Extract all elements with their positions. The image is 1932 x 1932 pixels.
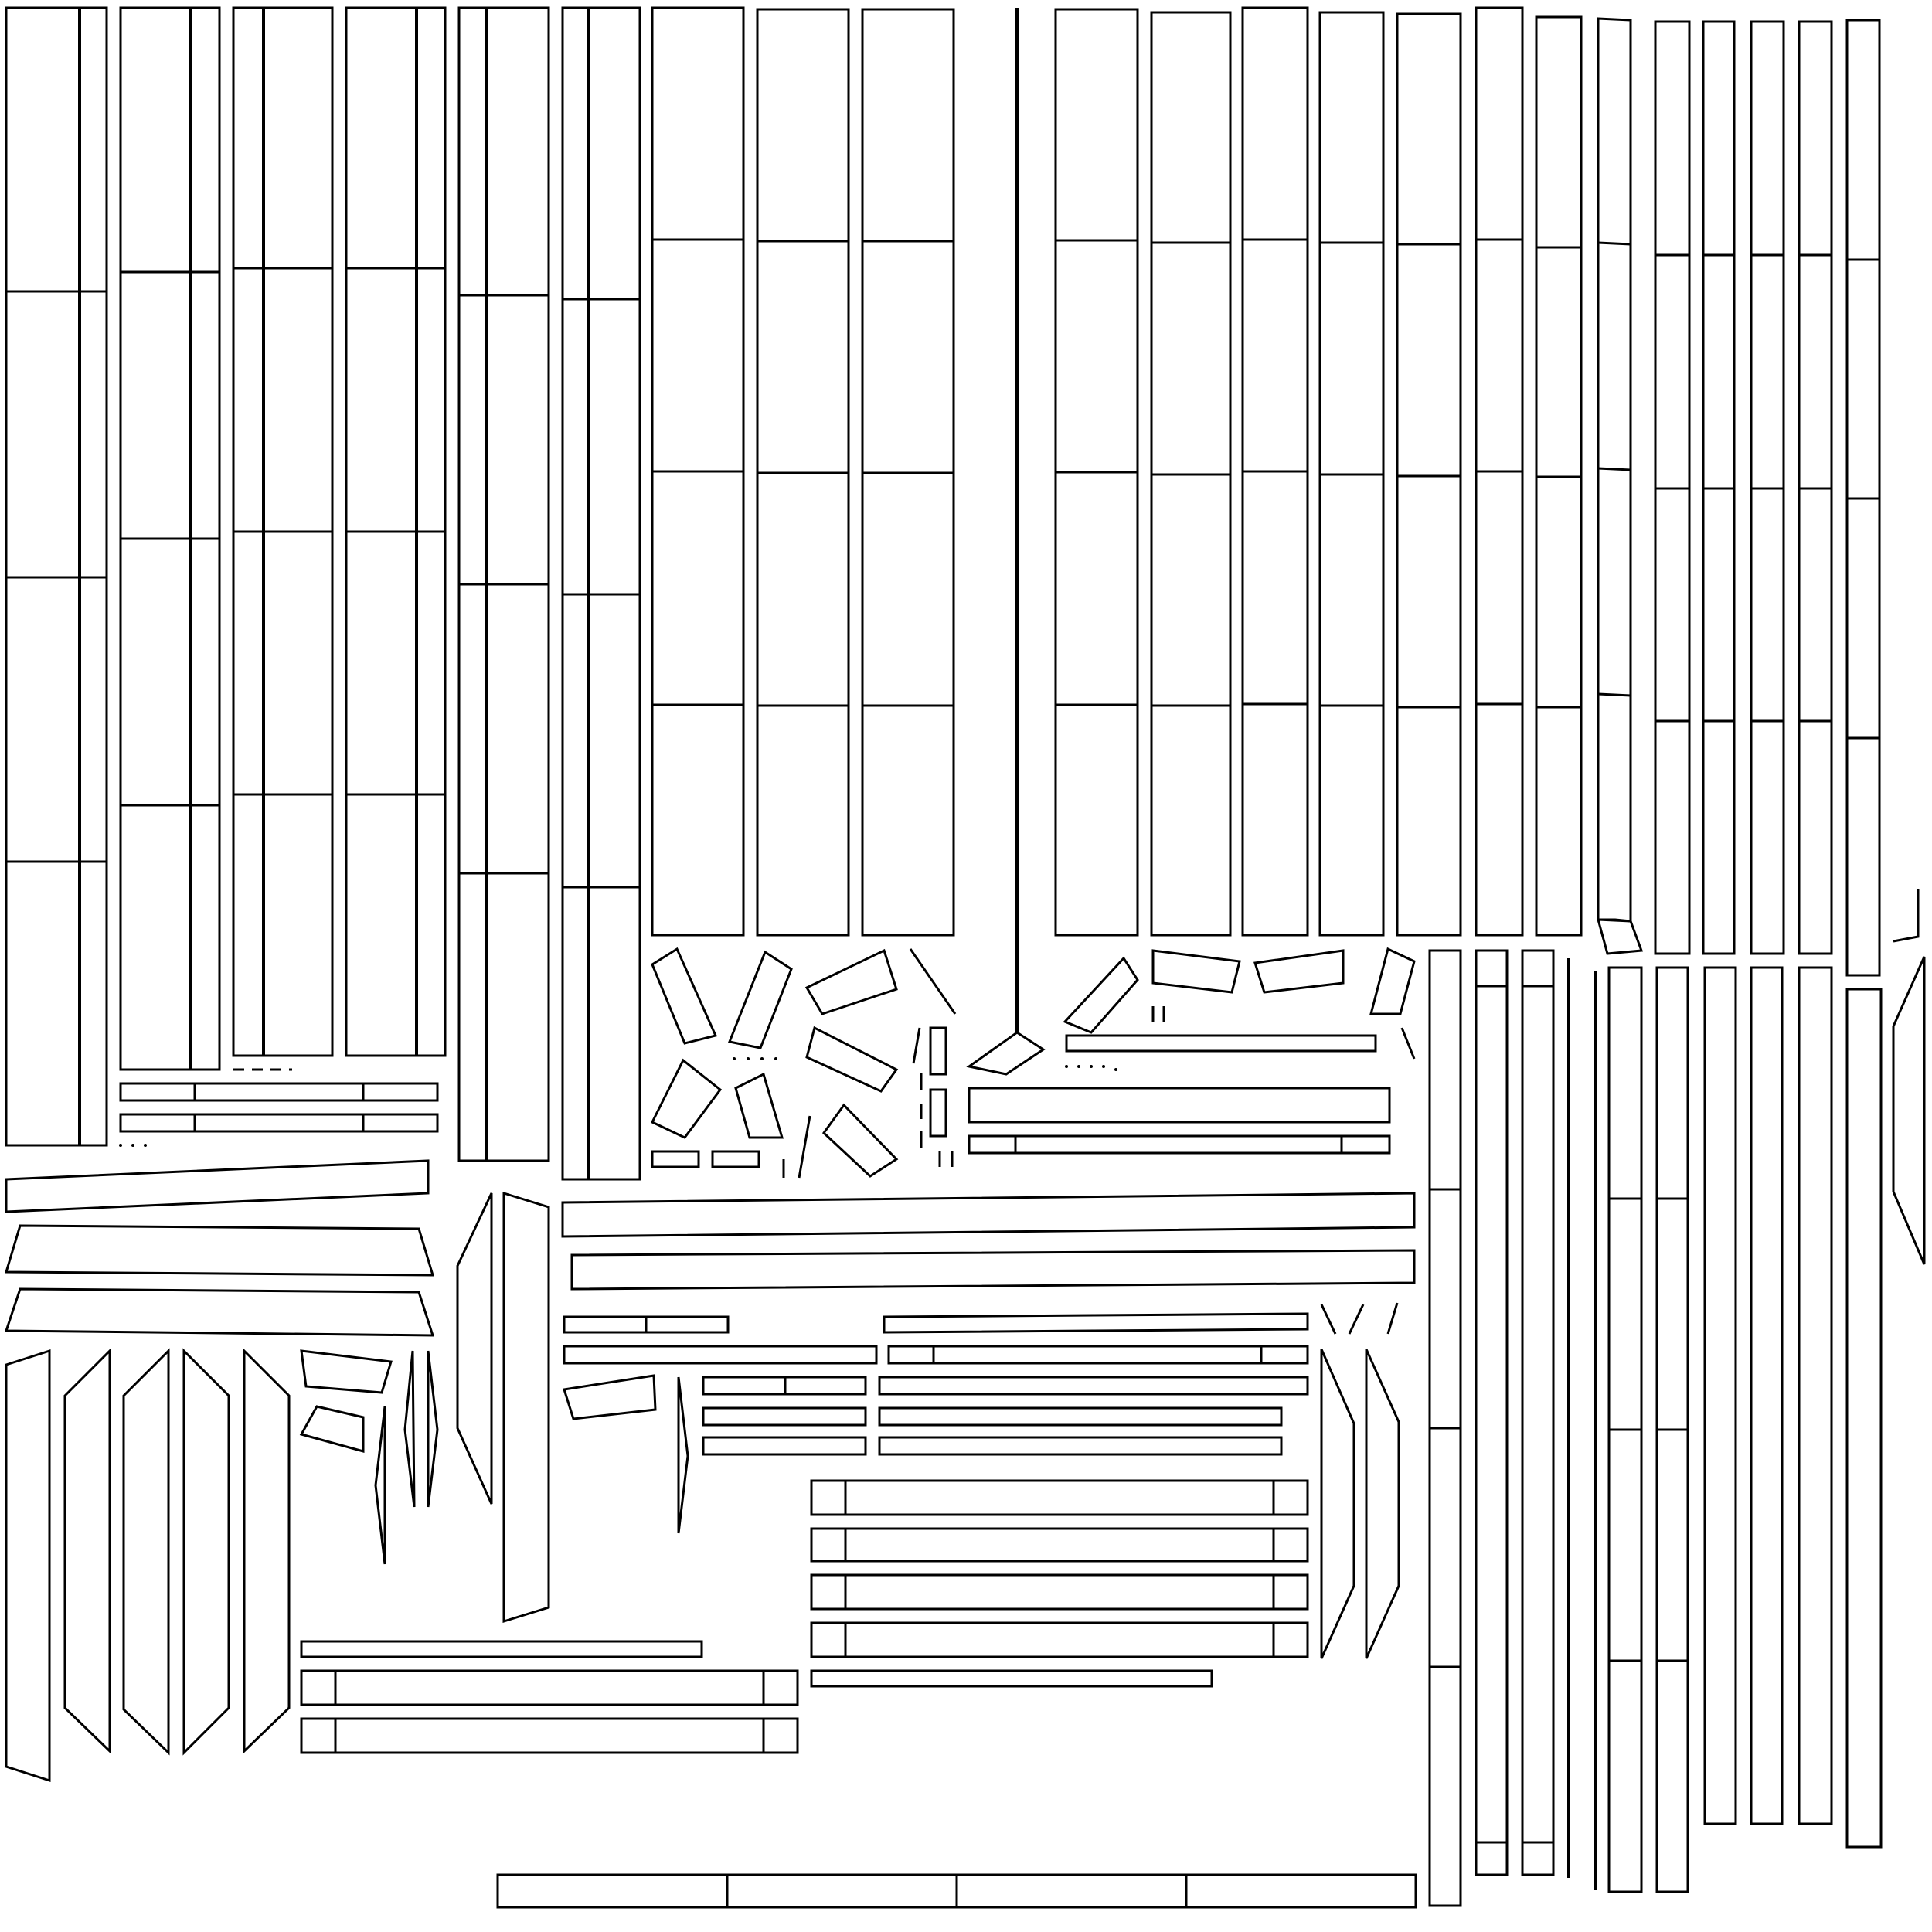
uv-strip xyxy=(1521,949,1555,1876)
dotted-seam xyxy=(119,1068,292,1147)
uv-island-group-left-columns xyxy=(5,6,641,1181)
uv-island-group-left-bars xyxy=(4,1068,550,1783)
uv-strip xyxy=(1845,988,1883,1849)
uv-island-group-right-panels xyxy=(1054,6,1926,1265)
dotted-seam xyxy=(1065,1065,1117,1071)
dotted-seam xyxy=(733,1057,777,1060)
uv-strip xyxy=(810,1621,1309,1658)
uv-panel xyxy=(1396,12,1462,937)
uv-seam-line xyxy=(1893,889,1920,943)
uv-trapezoid xyxy=(1892,956,1926,1265)
uv-strip xyxy=(4,1224,435,1277)
uv-strip xyxy=(810,1479,1309,1516)
uv-strip xyxy=(810,1527,1309,1563)
uv-strip xyxy=(4,1287,435,1337)
uv-strip xyxy=(5,1159,430,1213)
uv-strip xyxy=(1475,949,1509,1876)
uv-island-group-center-panels xyxy=(651,6,1046,1076)
uv-strip xyxy=(561,1192,1416,1238)
uv-strip xyxy=(300,1717,799,1754)
uv-strip xyxy=(570,1249,1416,1291)
uv-island-group-small-fragments xyxy=(650,947,1416,1179)
uv-strip xyxy=(1798,966,1833,1825)
uv-strip xyxy=(1750,966,1784,1825)
uv-island-group-lower-right-strips xyxy=(1428,949,1883,1907)
uv-strip xyxy=(300,1669,799,1706)
uv-strip xyxy=(810,1573,1309,1611)
uv-island-group-center-bars xyxy=(300,1192,1417,1909)
uv-strip xyxy=(1703,966,1737,1825)
